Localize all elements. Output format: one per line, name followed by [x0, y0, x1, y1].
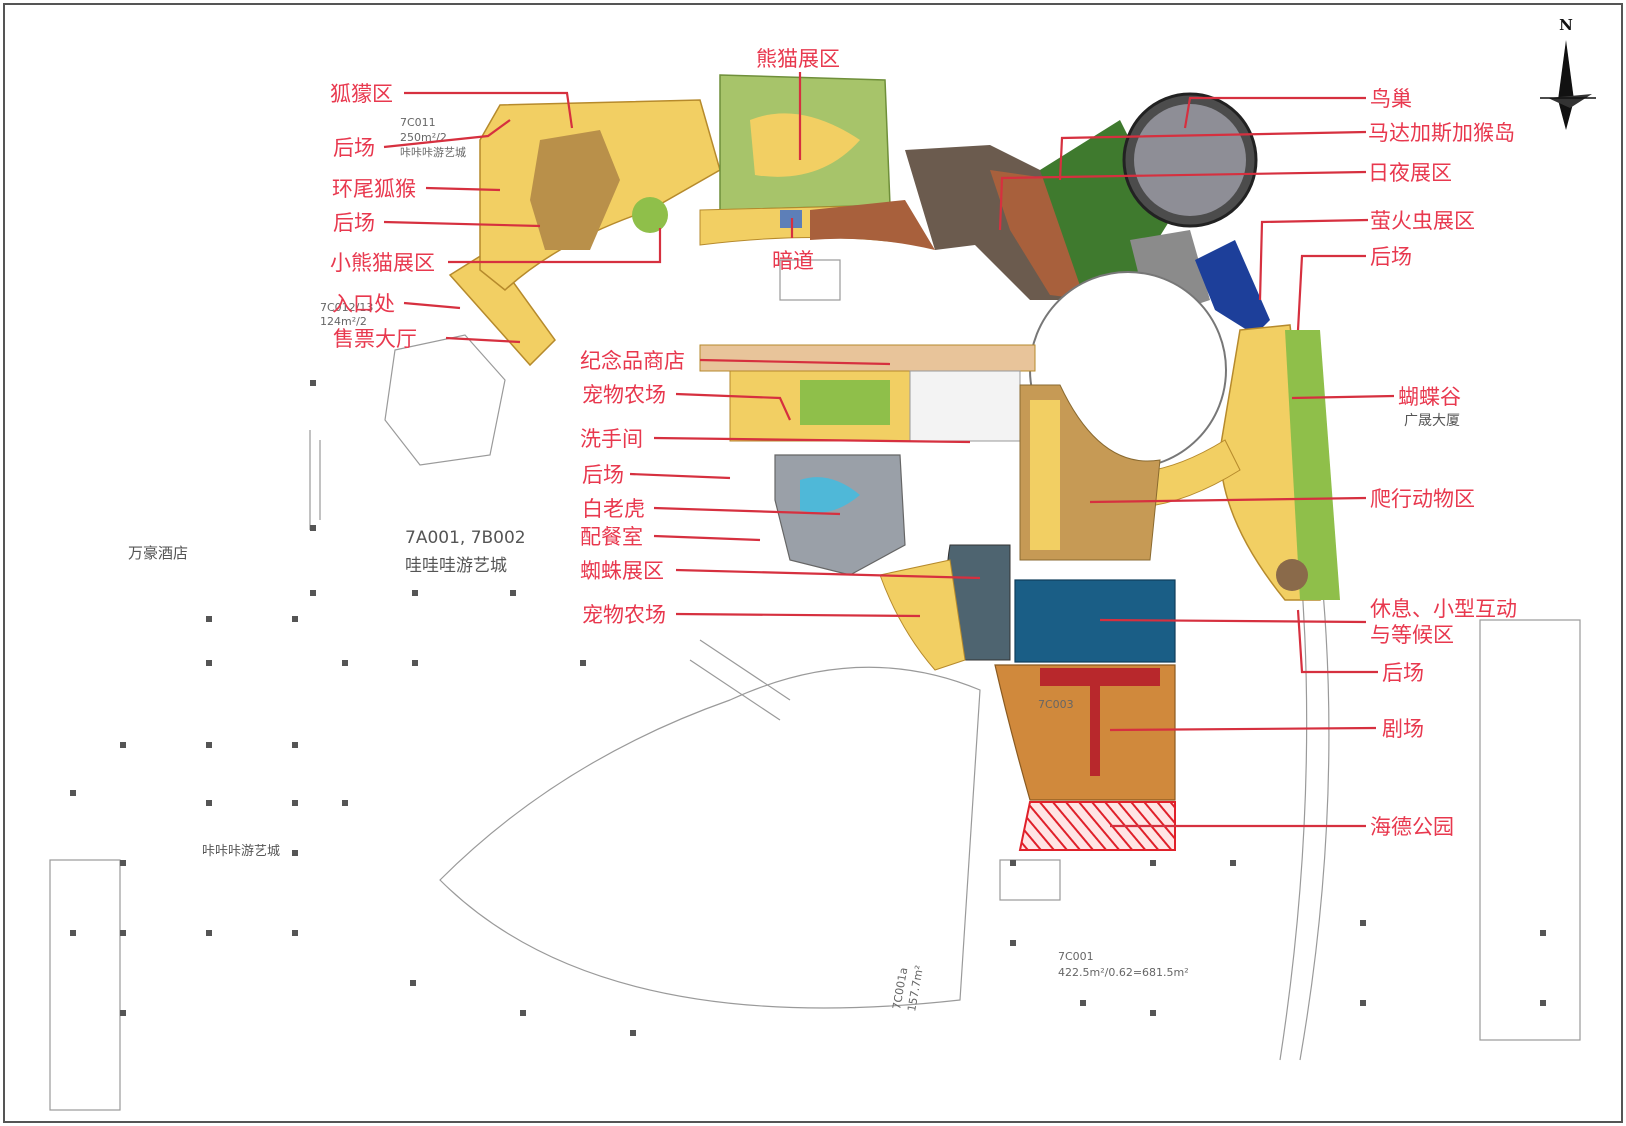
theater-stage — [1040, 668, 1160, 686]
souvenir-shop-area — [699, 344, 1036, 372]
label-restroom: 洗手间 — [580, 427, 643, 451]
label-ticket-hall: 售票大厅 — [333, 327, 417, 351]
label-pet-farm-2: 宠物农场 — [582, 603, 666, 627]
label-backstage-3: 后场 — [582, 463, 624, 487]
label-panda: 熊猫展区 — [756, 47, 840, 71]
label-madagascar: 马达加斯加猴岛 — [1368, 121, 1515, 145]
label-entrance: 入口处 — [332, 292, 395, 316]
theater-aisle — [1090, 686, 1100, 776]
building-outlines — [49, 259, 1581, 1111]
label-spider: 蜘蛛展区 — [580, 559, 664, 583]
theater-area — [994, 664, 1176, 801]
leader-lines — [383, 72, 1395, 828]
label-red-panda: 小熊猫展区 — [330, 251, 435, 275]
bird-nest-inner — [1134, 104, 1246, 216]
plan-annotations: 7C011 250m²/2 咔咔咔游艺城 7C012/13 124m²/2 7A… — [128, 116, 1460, 1013]
panda-path — [750, 113, 860, 177]
label-backstage-4: 后场 — [1370, 245, 1412, 269]
white-tiger-area — [774, 454, 906, 576]
label-tunnel: 暗道 — [772, 249, 814, 273]
mall-label: 广晟大厦 — [1404, 413, 1460, 429]
name-7c011: 咔咔咔游艺城 — [400, 146, 466, 159]
label-rest-line1: 休息、小型互动 — [1370, 597, 1517, 621]
label-souvenir: 纪念品商店 — [580, 349, 685, 373]
label-hyde-park: 海德公园 — [1370, 815, 1454, 839]
ticket-hall-area — [448, 248, 556, 367]
hotel-label: 万豪酒店 — [128, 544, 188, 562]
label-backstage-5: 后场 — [1382, 661, 1424, 685]
unit-7c012: 7C012/13 — [320, 301, 373, 314]
unit-7c011: 7C011 — [400, 116, 436, 129]
label-reptile: 爬行动物区 — [1370, 487, 1475, 511]
brown-band — [810, 200, 935, 250]
label-backstage-2: 后场 — [333, 211, 375, 235]
label-pet-farm-1: 宠物农场 — [582, 383, 666, 407]
unit-7c003: 7C003 — [1038, 698, 1074, 711]
hyde-park-area — [1018, 801, 1176, 851]
red-panda-tree — [632, 197, 668, 233]
arcade-label: 咔咔咔游艺城 — [202, 844, 280, 859]
lemur-rocks — [530, 130, 620, 250]
label-kitchen: 配餐室 — [580, 525, 643, 549]
pet-farm-green — [800, 380, 890, 425]
label-ring-lemur: 环尾狐猴 — [332, 177, 416, 201]
area-labels: 狐獴区 后场 环尾狐猴 后场 小熊猫展区 入口处 售票大厅 熊猫展区 暗道 纪念… — [330, 47, 1517, 839]
restroom-area — [909, 370, 1021, 442]
firefly-area — [1195, 240, 1270, 335]
pet-farm-2-area — [879, 559, 966, 671]
area-7c012: 124m²/2 — [320, 315, 367, 328]
north-compass-icon: N — [1540, 16, 1596, 130]
column-grid — [70, 380, 1546, 1036]
reptile-path — [1030, 400, 1060, 550]
area-7c001: 422.5m²/0.62=681.5m² — [1058, 966, 1189, 979]
unit-7c001: 7C001 — [1058, 950, 1094, 963]
label-fox-area: 狐獴区 — [330, 82, 393, 106]
label-theater: 剧场 — [1382, 717, 1424, 741]
label-bird-nest: 鸟巢 — [1370, 87, 1412, 111]
butterfly-tree — [1276, 559, 1308, 591]
white-tiger-pool — [800, 477, 860, 513]
label-rest-line2: 与等候区 — [1370, 623, 1454, 647]
label-butterfly: 蝴蝶谷 — [1398, 385, 1461, 409]
label-backstage-1: 后场 — [333, 136, 375, 160]
label-white-tiger: 白老虎 — [582, 497, 645, 521]
map-frame — [3, 3, 1623, 1123]
name-main: 哇哇哇游艺城 — [405, 556, 507, 576]
compass-n-letter: N — [1559, 16, 1573, 34]
label-day-night: 日夜展区 — [1368, 161, 1452, 185]
unit-main: 7A001, 7B002 — [405, 528, 526, 548]
label-firefly: 萤火虫展区 — [1370, 209, 1475, 233]
